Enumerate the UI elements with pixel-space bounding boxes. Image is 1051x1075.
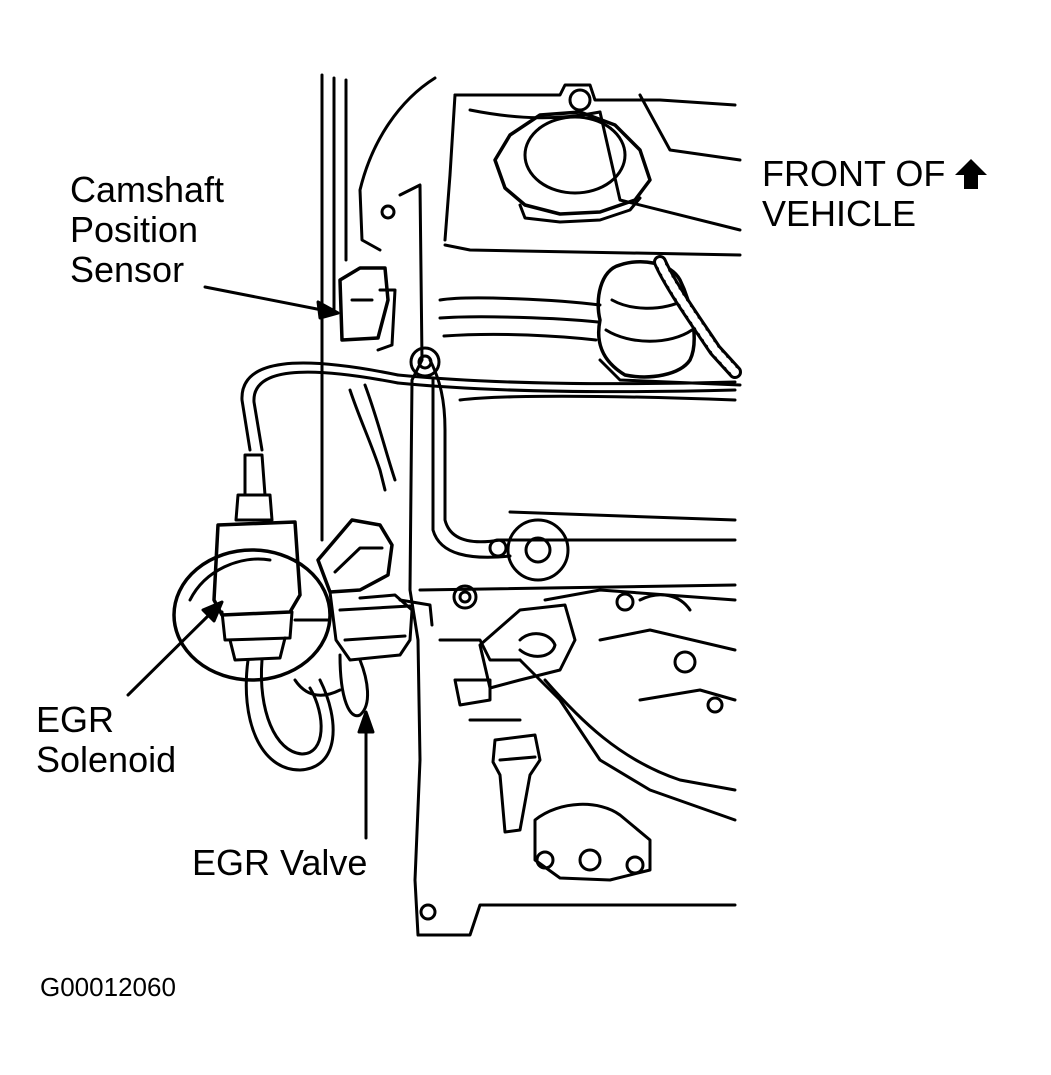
ignition-boot	[596, 255, 742, 379]
egr-solenoid-label: EGR Solenoid	[36, 700, 176, 780]
leader-solenoid	[126, 600, 224, 697]
egr-solenoid-label-line-1: EGR	[36, 699, 115, 740]
valve-cover	[358, 76, 742, 387]
egr-solenoid-body	[172, 453, 342, 772]
arrow-up-icon	[955, 159, 988, 189]
front-label-line-2: VEHICLE	[762, 193, 917, 234]
engine-bolts	[380, 88, 724, 921]
front-of-vehicle-label: FRONT OF VEHICLE	[762, 154, 989, 234]
engine-block	[398, 183, 737, 937]
vacuum-hose	[240, 361, 737, 492]
leader-camshaft	[203, 285, 340, 320]
camshaft-label-line-2: Position	[70, 209, 199, 250]
lower-sensor	[491, 733, 652, 882]
egr-solenoid-label-line-2: Solenoid	[36, 739, 177, 780]
front-label-line-1: FRONT OF	[762, 154, 989, 194]
camshaft-sensor-body	[338, 266, 397, 352]
figure-id: G00012060	[40, 972, 176, 1002]
camshaft-label-line-3: Sensor	[70, 249, 185, 290]
leader-valve	[357, 710, 375, 840]
camshaft-label-line-1: Camshaft	[70, 169, 225, 210]
front-label-text-1: FRONT OF	[762, 153, 946, 194]
camshaft-position-sensor-label: Camshaft Position Sensor	[70, 170, 224, 290]
egr-valve-body	[293, 518, 434, 718]
oil-filler-cap	[493, 110, 652, 224]
egr-valve-label: EGR Valve	[192, 842, 368, 883]
egr-bracket	[478, 603, 577, 690]
